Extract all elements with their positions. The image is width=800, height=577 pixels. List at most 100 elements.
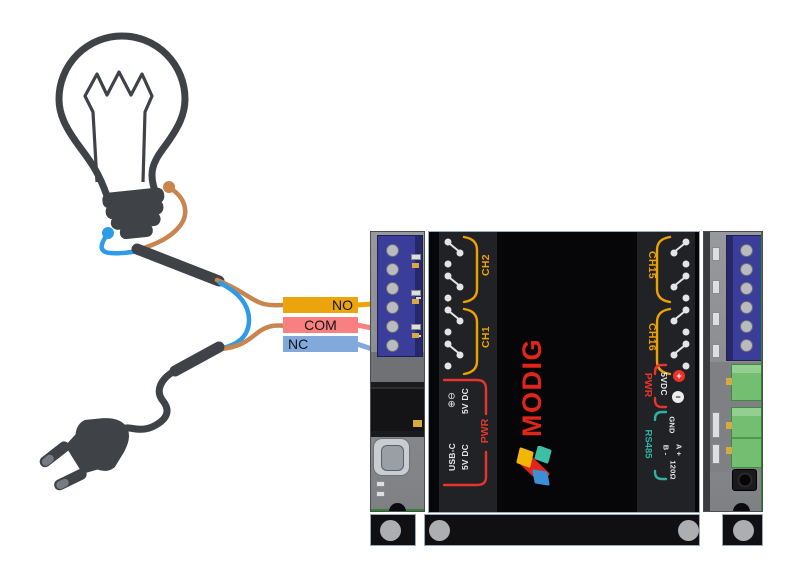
terminal-edge bbox=[415, 236, 422, 356]
lamp-live-wire bbox=[138, 185, 188, 252]
plug-cord bbox=[122, 366, 180, 433]
screw-icon bbox=[386, 263, 399, 276]
wire-to-no bbox=[214, 277, 289, 308]
bulb-filament bbox=[83, 70, 154, 183]
connector-pin bbox=[726, 447, 732, 454]
terminal-block-right bbox=[726, 235, 762, 361]
mounting-hole-icon bbox=[733, 520, 754, 541]
screw-icon bbox=[740, 320, 753, 333]
rs485-a-label: A + bbox=[674, 443, 684, 457]
green-terminal-block bbox=[731, 364, 762, 401]
channel-label-ch2: CH2 bbox=[480, 254, 492, 276]
no-stub bbox=[356, 301, 373, 308]
smd-component bbox=[411, 254, 421, 260]
smd-component bbox=[411, 324, 421, 330]
silkscreen-mark bbox=[376, 491, 385, 497]
smd-component bbox=[712, 312, 720, 326]
board-module-right bbox=[703, 231, 763, 512]
channel-label-ch1: CH1 bbox=[480, 326, 492, 348]
rs485-section-label: RS485 bbox=[642, 429, 654, 459]
nc-stub bbox=[356, 341, 373, 352]
smd-component bbox=[712, 344, 720, 358]
tick-mark bbox=[416, 297, 421, 299]
power-plug-icon bbox=[39, 418, 129, 491]
plus-terminal-icon: + bbox=[673, 370, 685, 382]
screw-icon bbox=[740, 282, 753, 295]
channel-label-ch15: CH15 bbox=[646, 250, 658, 280]
terminal-label-com: COM bbox=[283, 317, 358, 333]
relay-strip-left-graphics bbox=[442, 235, 488, 487]
silkscreen-label bbox=[712, 412, 720, 438]
mounting-strip bbox=[722, 514, 763, 546]
usb-voltage-label: 5V DC bbox=[460, 443, 470, 471]
jack-pin bbox=[413, 420, 422, 427]
plug-cable bbox=[169, 341, 225, 377]
channel-bracket bbox=[655, 235, 672, 376]
mounting-notch bbox=[389, 503, 406, 511]
relay-symbol-icon bbox=[670, 238, 690, 370]
rs485-gnd-label: GND bbox=[667, 416, 677, 434]
smd-led bbox=[412, 299, 419, 304]
relay-strip-right bbox=[637, 232, 695, 512]
pwr-section-label-left: PWR bbox=[479, 418, 491, 444]
silkscreen-mark bbox=[376, 481, 385, 487]
silkscreen-label bbox=[712, 444, 720, 464]
mounting-strip bbox=[370, 514, 416, 546]
light-bulb-icon bbox=[55, 32, 189, 240]
board-module-center bbox=[428, 231, 700, 513]
smd-led bbox=[412, 333, 419, 338]
smd-led bbox=[412, 263, 419, 268]
reset-button-icon bbox=[732, 469, 757, 491]
lamp-cable bbox=[131, 243, 225, 287]
terminal-label-nc: NC bbox=[283, 336, 358, 352]
mounting-hole-icon bbox=[380, 520, 401, 541]
lamp-neutral-wire bbox=[99, 232, 143, 256]
connector-pin bbox=[726, 422, 732, 429]
relay-strip-right-graphics bbox=[653, 235, 690, 481]
screw-icon bbox=[740, 301, 753, 314]
screw-icon bbox=[386, 282, 399, 295]
lamp-plug-illustration bbox=[39, 32, 373, 491]
barrel-jack-icon bbox=[371, 387, 424, 431]
pwr-bracket-right bbox=[653, 363, 668, 409]
screw-icon bbox=[386, 339, 399, 352]
usb-c-port-icon bbox=[373, 438, 410, 476]
terminal-label-no: NO bbox=[283, 297, 358, 313]
green-terminal-block bbox=[731, 407, 762, 468]
pwr-voltage-label: 5VDC bbox=[659, 372, 669, 396]
terminal-face bbox=[732, 408, 762, 416]
wire-to-com bbox=[218, 323, 289, 352]
pwr-section-label-right: PWR bbox=[642, 372, 654, 398]
mounting-notch bbox=[733, 503, 750, 511]
rs485-bracket bbox=[653, 410, 668, 481]
rs485-b-label: B - bbox=[661, 444, 671, 456]
logo-mark-icon bbox=[516, 446, 552, 486]
screw-icon bbox=[386, 320, 399, 333]
mounting-strip bbox=[424, 514, 700, 546]
smd-component bbox=[411, 290, 421, 296]
channel-label-ch16: CH16 bbox=[646, 322, 658, 352]
button-cap bbox=[737, 472, 752, 488]
relay-strip-left bbox=[439, 232, 497, 512]
neutral-link-wire bbox=[217, 280, 252, 351]
terminal-separator bbox=[732, 437, 762, 439]
com-stub bbox=[356, 322, 373, 331]
usb-c-slot bbox=[381, 445, 404, 471]
brand-name: MODIG bbox=[516, 338, 547, 437]
pcb-edge bbox=[761, 232, 762, 511]
bulb-base bbox=[102, 187, 165, 240]
smd-component bbox=[712, 280, 720, 294]
polarity-icon: ⊕⊖ bbox=[446, 392, 458, 408]
brand-logo: MODIG bbox=[512, 338, 552, 486]
mounting-hole-icon bbox=[429, 520, 450, 541]
board-module-left bbox=[370, 231, 425, 512]
terminal-edge bbox=[727, 236, 733, 360]
jack-voltage-label: 5V DC bbox=[460, 387, 470, 415]
smd-component bbox=[712, 247, 720, 261]
pcb-edge-shade bbox=[704, 232, 710, 511]
screw-icon bbox=[386, 301, 399, 314]
bulb-glass bbox=[55, 32, 189, 200]
screw-icon bbox=[386, 244, 399, 257]
screw-icon bbox=[740, 244, 753, 257]
pwr-bracket-left bbox=[442, 378, 488, 487]
